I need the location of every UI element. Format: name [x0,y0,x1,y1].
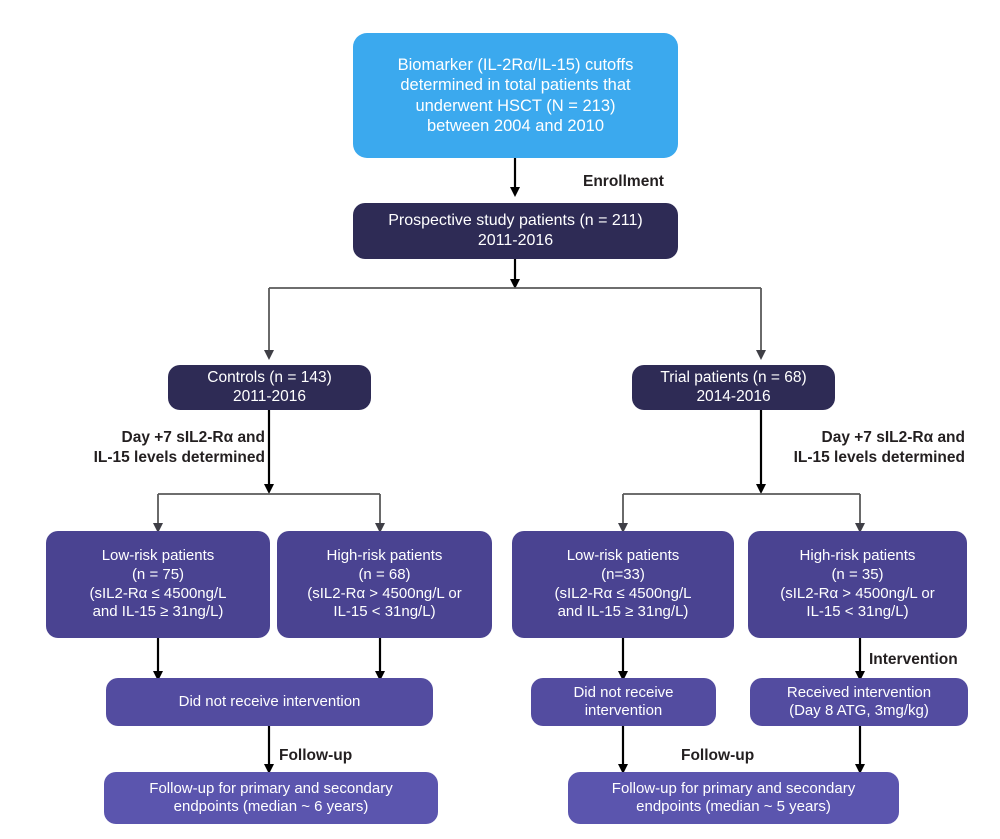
node-prospective-study-patients: Prospective study patients (n = 211) 201… [353,203,678,259]
node-controls-followup-line-1: Follow-up for primary and secondary [149,779,393,797]
node-controls-no-intervention-line-1: Did not receive intervention [178,692,361,710]
node-trial-low-risk-line-4: and IL-15 ≥ 31ng/L) [557,603,689,621]
node-trial-followup: Follow-up for primary and secondary endp… [568,772,899,824]
node-trial-low-risk-line-2: (n=33) [601,565,645,583]
node-trial-high-risk: High-risk patients (n = 35) (sIL2-Rα > 4… [748,531,967,638]
node-trial-received-intervention-line-2: (Day 8 ATG, 3mg/kg) [789,702,929,719]
node-trial-no-intervention-line-2: intervention [584,702,663,719]
node-trial-line-2: 2014-2016 [696,387,771,405]
node-biomarker-cutoffs: Biomarker (IL-2Rα/IL-15) cutoffs determi… [353,33,678,158]
node-biomarker-line-3: underwent HSCT (N = 213) [415,96,616,115]
node-biomarker-line-2: determined in total patients that [400,76,631,95]
node-controls-high-risk-line-2: (n = 68) [358,565,411,583]
node-trial-low-risk: Low-risk patients (n=33) (sIL2-Rα ≤ 4500… [512,531,734,638]
stage-label-followup-left: Follow-up [279,747,353,764]
node-controls-low-risk-line-3: (sIL2-Rα ≤ 4500ng/L [89,584,227,602]
node-trial-followup-line-1: Follow-up for primary and secondary [611,779,856,797]
node-controls: Controls (n = 143) 2011-2016 [168,365,371,410]
node-controls-followup-line-2: endpoints (median ~ 6 years) [173,798,369,815]
node-controls-high-risk: High-risk patients (n = 68) (sIL2-Rα > 4… [277,531,492,638]
node-controls-line-2: 2011-2016 [233,387,306,405]
node-controls-low-risk: Low-risk patients (n = 75) (sIL2-Rα ≤ 45… [46,531,270,638]
stage-label-biomarker-left: Day +7 sIL2-Rα and IL-15 levels determin… [93,429,265,466]
node-controls-low-risk-line-1: Low-risk patients [101,546,215,564]
node-trial-low-risk-line-3: (sIL2-Rα ≤ 4500ng/L [554,584,692,602]
node-biomarker-line-1: Biomarker (IL-2Rα/IL-15) cutoffs [397,56,634,75]
node-controls-high-risk-line-4: IL-15 < 31ng/L) [333,603,436,621]
node-trial-high-risk-line-3: (sIL2-Rα > 4500ng/L or [780,584,935,602]
node-controls-no-intervention: Did not receive intervention [106,678,433,726]
stage-label-biomarker-right: Day +7 sIL2-Rα and IL-15 levels determin… [793,429,965,466]
stage-label-followup-right: Follow-up [681,747,755,764]
node-trial-received-intervention-line-1: Received intervention [786,683,932,701]
node-trial-received-intervention: Received intervention (Day 8 ATG, 3mg/kg… [750,678,968,726]
node-trial-no-intervention-line-1: Did not receive [573,683,674,701]
node-controls-high-risk-line-3: (sIL2-Rα > 4500ng/L or [307,584,462,602]
node-trial-low-risk-line-1: Low-risk patients [566,546,680,564]
node-prospective-line-2: 2011-2016 [477,232,554,249]
node-trial-patients: Trial patients (n = 68) 2014-2016 [632,365,835,410]
node-trial-high-risk-line-1: High-risk patients [799,546,916,564]
node-trial-line-1: Trial patients (n = 68) [660,368,807,386]
node-trial-followup-line-2: endpoints (median ~ 5 years) [636,798,831,815]
node-controls-high-risk-line-1: High-risk patients [326,546,443,564]
node-controls-low-risk-line-2: (n = 75) [131,565,185,583]
node-trial-no-intervention: Did not receive intervention [531,678,716,726]
stage-label-enrollment: Enrollment [583,173,664,190]
node-controls-low-risk-line-4: and IL-15 ≥ 31ng/L) [92,603,224,621]
node-controls-followup: Follow-up for primary and secondary endp… [104,772,438,824]
node-controls-line-1: Controls (n = 143) [207,368,332,386]
node-prospective-line-1: Prospective study patients (n = 211) [388,212,643,230]
node-trial-high-risk-line-2: (n = 35) [831,565,884,583]
stage-label-intervention: Intervention [869,651,958,668]
node-biomarker-line-4: between 2004 and 2010 [426,116,605,135]
node-trial-high-risk-line-4: IL-15 < 31ng/L) [806,603,909,621]
